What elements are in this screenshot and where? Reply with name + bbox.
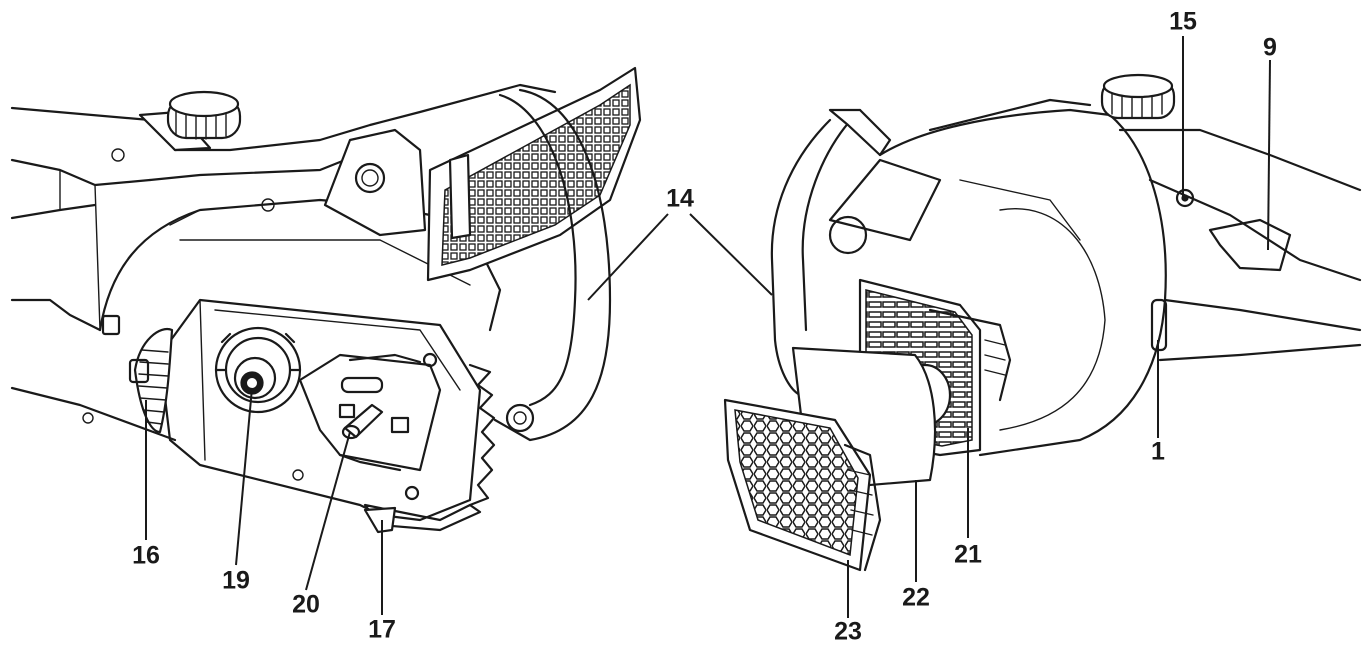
chain-tensioner-wheel-icon <box>128 327 174 434</box>
callout-15: 15 <box>1169 7 1197 36</box>
chain-catcher-icon <box>363 506 397 534</box>
callout-17: 17 <box>368 615 396 644</box>
right-view-motor-housing <box>723 73 1362 572</box>
callout-9: 9 <box>1263 33 1277 62</box>
callout-20: 20 <box>292 590 320 619</box>
oil-tank-cap-icon <box>138 90 242 152</box>
callout-14: 14 <box>666 184 694 213</box>
callout-21: 21 <box>954 540 982 569</box>
callout-16: 16 <box>132 541 160 570</box>
oil-cap-right-icon <box>1100 73 1176 120</box>
callout-22: 22 <box>902 583 930 612</box>
callout-23: 23 <box>834 617 862 646</box>
filter-cover-icon <box>723 398 882 572</box>
front-hand-guard <box>323 66 642 282</box>
left-view-chainsaw-side <box>10 66 642 534</box>
callout-19: 19 <box>222 566 250 595</box>
callout-1: 1 <box>1151 437 1165 466</box>
chain-sprocket-icon <box>214 326 302 414</box>
leader-lines <box>145 36 1271 618</box>
bar-clamp-plate-icon <box>298 352 442 501</box>
